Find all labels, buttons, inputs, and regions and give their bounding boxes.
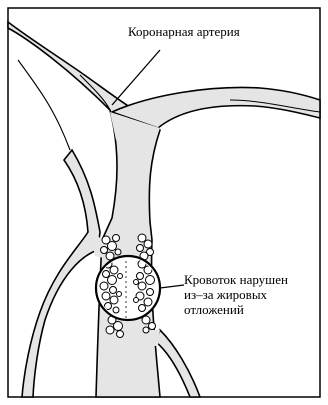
vessel-contour-line — [18, 60, 70, 150]
lower-left-branch-vessel — [22, 150, 100, 397]
right-branch-vessel — [112, 87, 320, 128]
plaque-caption-line-2: из–за жировых — [184, 287, 288, 302]
coronary-artery-label: Коронарная артерия — [128, 24, 240, 39]
coronary-artery-leader-line — [112, 50, 160, 105]
plaque-leader-line — [160, 285, 184, 288]
lower-right-branch-vessel — [156, 330, 200, 397]
plaque-caption-line-3: отложений — [184, 302, 288, 317]
artery-vessels — [8, 22, 320, 397]
plaque-caption: Кровоток нарушен из–за жировых отложений — [184, 272, 288, 317]
plaque-caption-line-1: Кровоток нарушен — [184, 272, 288, 287]
